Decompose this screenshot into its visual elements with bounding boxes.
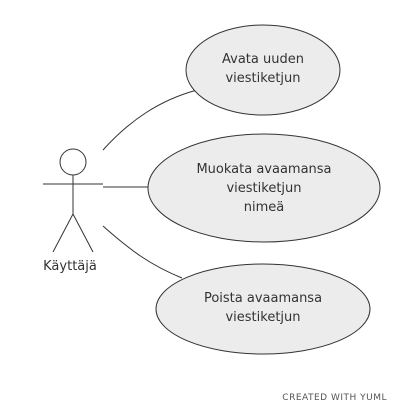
- use-case-3-ellipse: [155, 263, 371, 355]
- actor-kayttaja: Käyttäjä: [43, 148, 103, 274]
- use-case-1-line-2: viestiketjun: [225, 71, 300, 86]
- use-case-2-line-2: viestiketjun: [226, 181, 301, 196]
- footer-watermark: CREATED WITH YUML: [282, 393, 387, 403]
- association-line-3: [102, 225, 183, 279]
- use-case-2-line-1: Muokata avaamansa: [196, 162, 331, 177]
- use-case-3-line-2: viestiketjun: [225, 310, 300, 325]
- use-case-1: Avata uuden viestiketjun: [185, 24, 341, 116]
- use-case-3-line-1: Poista avaamansa: [204, 291, 322, 306]
- use-case-3: Poista avaamansa viestiketjun: [155, 263, 371, 355]
- use-case-1-line-1: Avata uuden: [222, 52, 304, 67]
- use-case-1-ellipse: [185, 24, 341, 116]
- actor-head: [59, 148, 87, 176]
- use-case-2-line-3: nimeä: [244, 200, 284, 215]
- actor-left-leg: [52, 213, 74, 253]
- association-line-1: [102, 89, 198, 151]
- actor-right-leg: [72, 213, 94, 253]
- use-case-2: Muokata avaamansa viestiketjun nimeä: [147, 133, 381, 243]
- actor-label: Käyttäjä: [43, 259, 97, 274]
- use-case-2-ellipse: [147, 133, 381, 243]
